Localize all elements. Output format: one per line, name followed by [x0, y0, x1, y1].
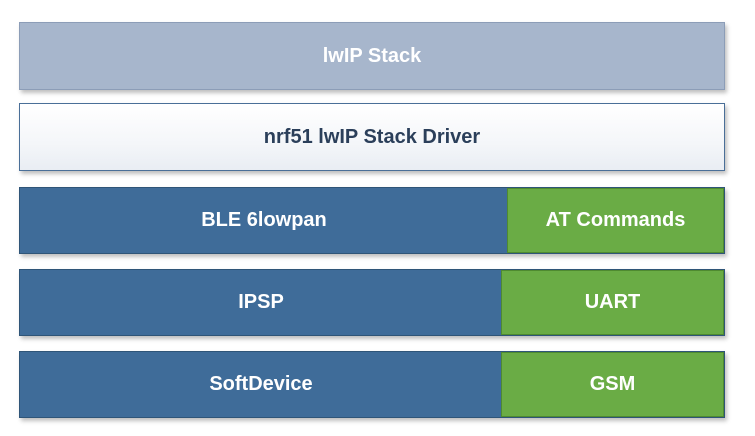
- gsm-label: GSM: [589, 373, 636, 395]
- ble-6lowpan-label: BLE 6lowpan: [201, 209, 327, 231]
- ipsp-label: IPSP: [238, 291, 284, 313]
- stack-driver-layer: nrf51 lwIP Stack Driver: [19, 103, 725, 171]
- softdevice-label: SoftDevice: [209, 373, 313, 395]
- uart-block: UART: [501, 270, 724, 335]
- gsm-block: GSM: [501, 352, 724, 417]
- lwip-stack-label: lwIP Stack: [322, 44, 422, 67]
- stack-driver-label: nrf51 lwIP Stack Driver: [263, 125, 481, 148]
- at-commands-label: AT Commands: [545, 209, 686, 231]
- at-commands-block: AT Commands: [507, 188, 724, 253]
- uart-label: UART: [584, 291, 641, 313]
- lwip-stack-layer: lwIP Stack: [19, 22, 725, 90]
